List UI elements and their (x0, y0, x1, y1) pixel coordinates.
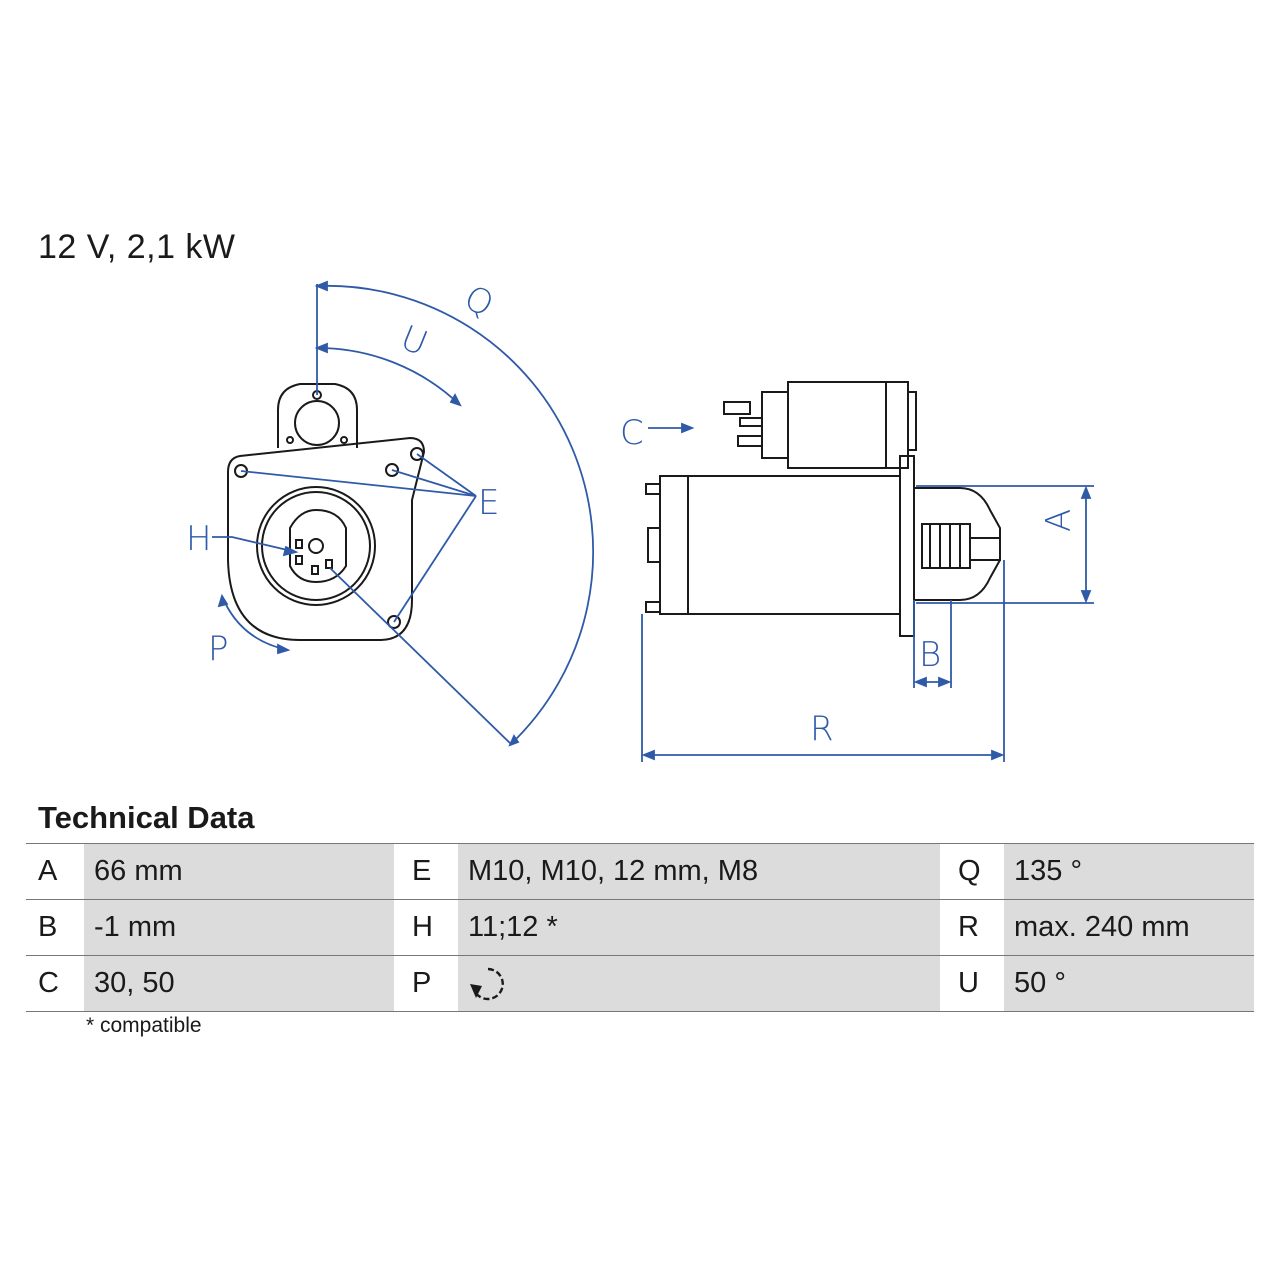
spec-key: A (26, 843, 84, 900)
table-row: B -1 mm H 11;12 * R max. 240 mm (26, 899, 1254, 956)
label-e: E (478, 483, 499, 523)
label-q: Q (458, 278, 500, 326)
starter-motor-drawing: Q U E H P (186, 278, 1094, 762)
spec-value: 135 ° (1004, 843, 1254, 900)
footnote: * compatible (86, 1014, 202, 1037)
label-u: U (395, 318, 433, 364)
spec-key: H (394, 899, 458, 956)
spec-value: max. 240 mm (1004, 899, 1254, 956)
front-view (227, 383, 426, 641)
section-title: Technical Data (38, 800, 255, 835)
spec-key: B (26, 899, 84, 956)
label-c: C (620, 413, 644, 453)
side-view-dimensions (641, 422, 1094, 762)
spec-key: E (394, 843, 458, 900)
table-row: C 30, 50 P U 50 ° (26, 955, 1254, 1012)
product-title: 12 V, 2,1 kW (38, 228, 236, 266)
spec-value: 66 mm (84, 843, 394, 900)
spec-key: R (940, 899, 1004, 956)
spec-key: C (26, 955, 84, 1012)
spec-value: M10, M10, 12 mm, M8 (458, 843, 940, 900)
counterclockwise-rotation-icon (470, 967, 504, 1000)
spec-value: 30, 50 (84, 955, 394, 1012)
table-row: A 66 mm E M10, M10, 12 mm, M8 Q 135 ° (26, 843, 1254, 900)
label-a: A (1039, 509, 1079, 532)
spec-key: Q (940, 843, 1004, 900)
label-r: R (810, 709, 834, 749)
spec-key: U (940, 955, 1004, 1012)
side-view (645, 381, 1001, 637)
spec-value-rotation (458, 955, 940, 1012)
technical-data-table: A 66 mm E M10, M10, 12 mm, M8 Q 135 ° B … (26, 843, 1254, 1012)
label-p: P (208, 629, 229, 669)
front-view-dimensions (212, 280, 595, 747)
label-h: H (186, 519, 212, 559)
spec-value: -1 mm (84, 899, 394, 956)
spec-value: 11;12 * (458, 899, 940, 956)
label-b: B (919, 635, 941, 675)
spec-value: 50 ° (1004, 955, 1254, 1012)
spec-key: P (394, 955, 458, 1012)
